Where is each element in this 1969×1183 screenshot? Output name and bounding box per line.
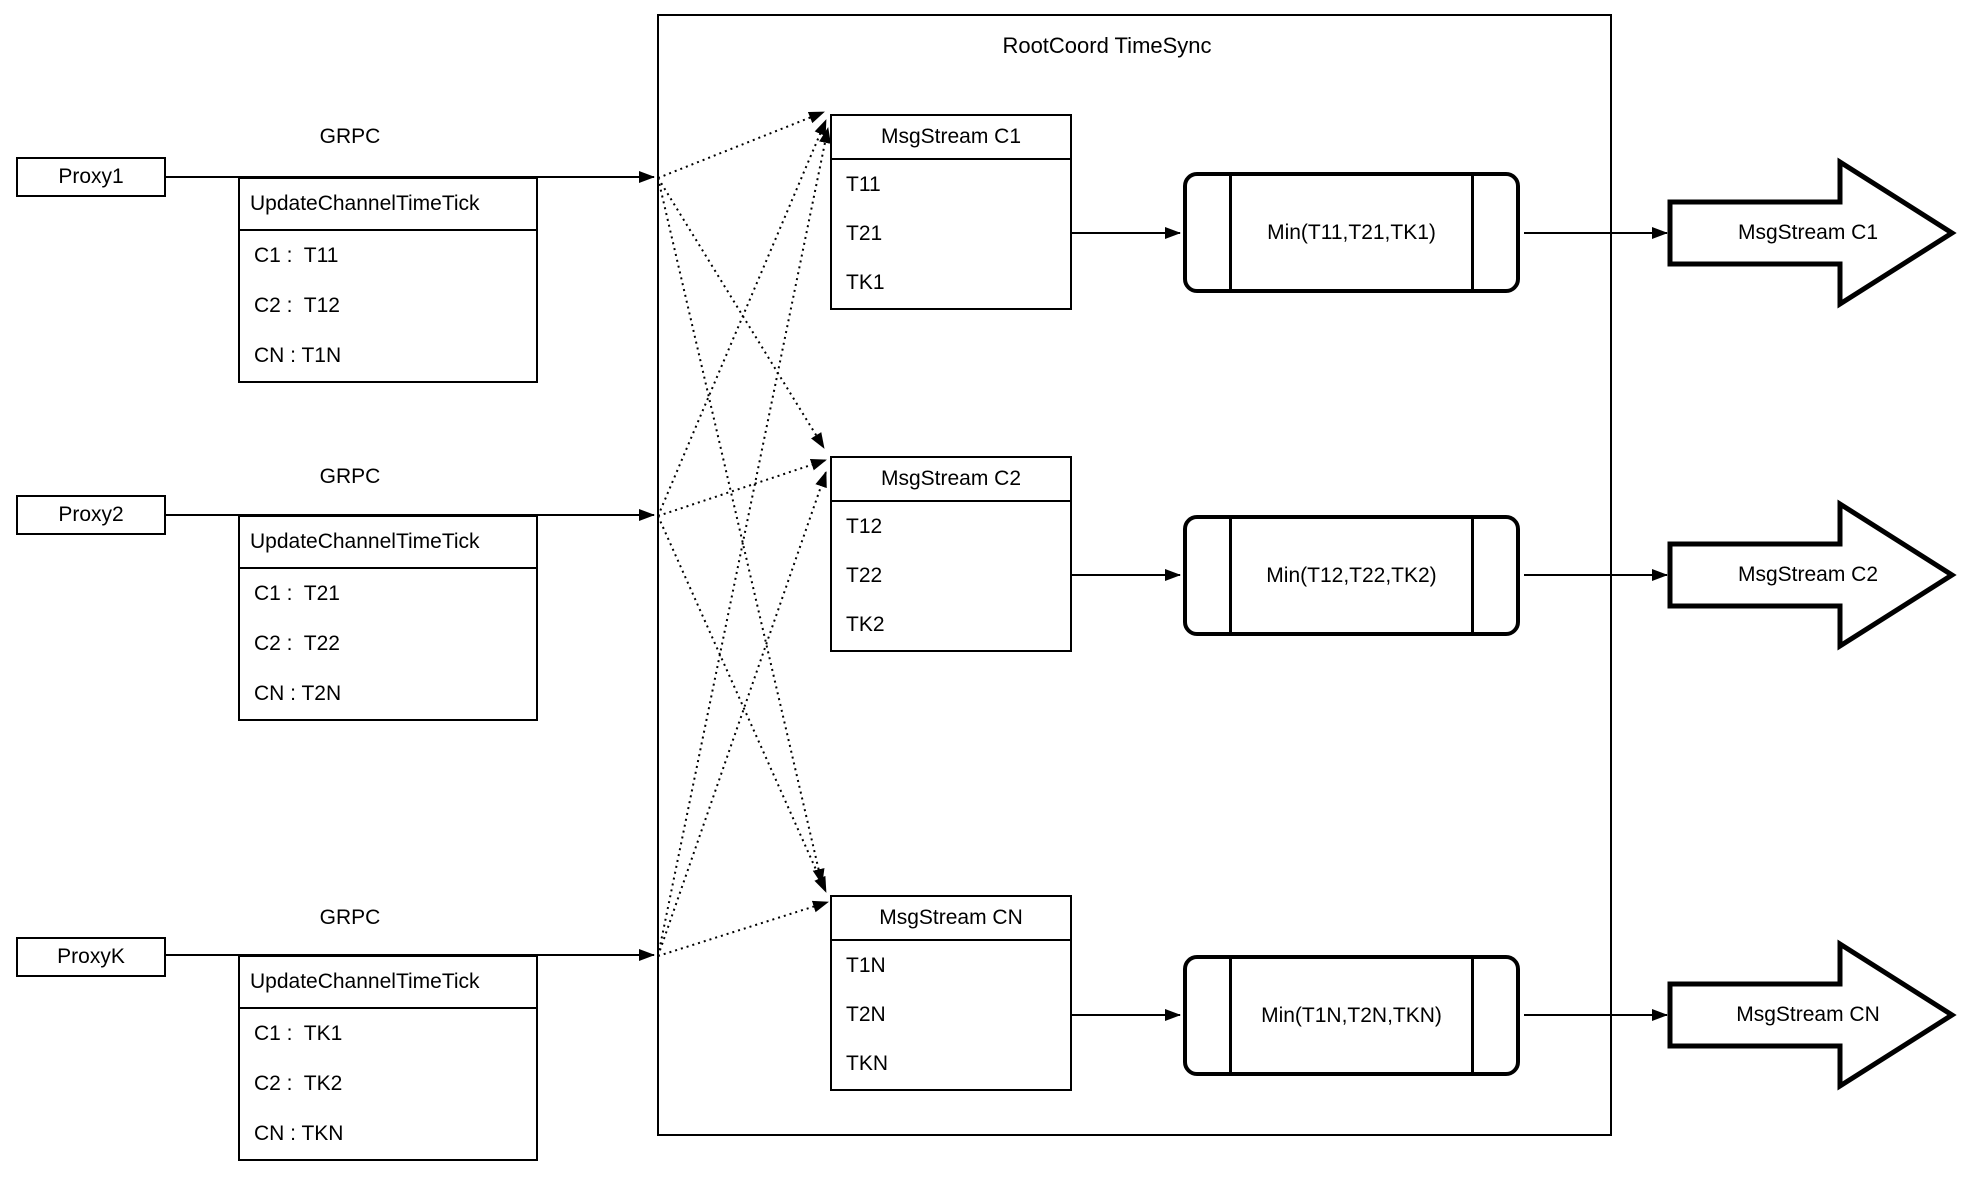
output-arrow-2-label: MsgStream C2 [1737,563,1879,586]
msgstream-c2-header: MsgStream C2 [832,458,1070,502]
msgstream-c1-box: MsgStream C1 T11 T21 TK1 [830,114,1072,310]
table3-header: UpdateChannelTimeTick [240,957,536,1009]
table3-entry: C2 : TK2 [254,1072,343,1095]
msgstream-c2-box: MsgStream C2 T12 T22 TK2 [830,456,1072,652]
msgstream-cn-header: MsgStream CN [832,897,1070,941]
min-node-3-label: Min(T1N,T2N,TKN) [1261,1003,1442,1027]
output-arrow-3-label: MsgStream CN [1736,1003,1880,1026]
update-channel-timetick-table-1: UpdateChannelTimeTick C1 : T11 C2 : T12 … [238,177,538,383]
fanout-dotted-arrows [657,111,831,957]
table1-header: UpdateChannelTimeTick [240,179,536,231]
min-node-right-divider [1471,519,1474,632]
msgstream-cn-entry: TKN [846,1052,888,1076]
table2-header: UpdateChannelTimeTick [240,517,536,569]
min-node-2: Min(T12,T22,TK2) [1183,515,1520,636]
grpc-label-2: GRPC [319,465,381,488]
min-node-2-label: Min(T12,T22,TK2) [1266,563,1437,587]
update-channel-timetick-table-3: UpdateChannelTimeTick C1 : TK1 C2 : TK2 … [238,955,538,1161]
proxyk-label: ProxyK [57,945,125,968]
proxy1-label: Proxy1 [58,165,124,188]
min-node-3: Min(T1N,T2N,TKN) [1183,955,1520,1076]
msgstream-c1-header: MsgStream C1 [832,116,1070,160]
min-node-right-divider [1471,176,1474,289]
msgstream-c2-entry: TK2 [846,613,885,637]
update-channel-timetick-table-2: UpdateChannelTimeTick C1 : T21 C2 : T22 … [238,515,538,721]
min-node-left-divider [1229,959,1232,1072]
proxy2-label: Proxy2 [58,503,124,526]
rootcoord-timesync-title: RootCoord TimeSync [1002,33,1212,58]
msgstream-c1-entry: TK1 [846,271,885,295]
table1-entry: C2 : T12 [254,294,340,317]
proxy2-box: Proxy2 [16,495,166,535]
msgstream-cn-entry: T2N [846,1002,886,1026]
msgstream-cn-box: MsgStream CN T1N T2N TKN [830,895,1072,1091]
table3-entry: CN : TKN [254,1122,344,1145]
msgstream-cn-entry: T1N [846,953,886,977]
grpc-label-3: GRPC [319,906,381,929]
proxy1-box: Proxy1 [16,157,166,197]
proxyk-box: ProxyK [16,937,166,977]
msgstream-c2-entry: T22 [846,563,883,587]
table1-entry: C1 : T11 [254,244,339,267]
msgstream-c2-entry: T12 [846,514,883,538]
msgstream-c1-entry: T11 [846,172,881,196]
grpc-label-1: GRPC [319,125,381,148]
msgstream-c1-entry: T21 [846,221,883,245]
table3-entry: C1 : TK1 [254,1022,343,1045]
min-node-right-divider [1471,959,1474,1072]
table2-entry: C2 : T22 [254,632,340,655]
table1-entry: CN : T1N [254,344,342,367]
rootcoord-timesync-box [657,14,1612,1136]
output-arrow-1-label: MsgStream C1 [1737,221,1879,244]
min-node-left-divider [1229,519,1232,632]
min-node-1: Min(T11,T21,TK1) [1183,172,1520,293]
min-node-1-label: Min(T11,T21,TK1) [1267,220,1436,244]
min-node-left-divider [1229,176,1232,289]
pipeline-arrows [1072,227,1668,1021]
output-block-arrows [1667,157,1957,1091]
table2-entry: CN : T2N [254,682,342,705]
table2-entry: C1 : T21 [254,582,340,605]
